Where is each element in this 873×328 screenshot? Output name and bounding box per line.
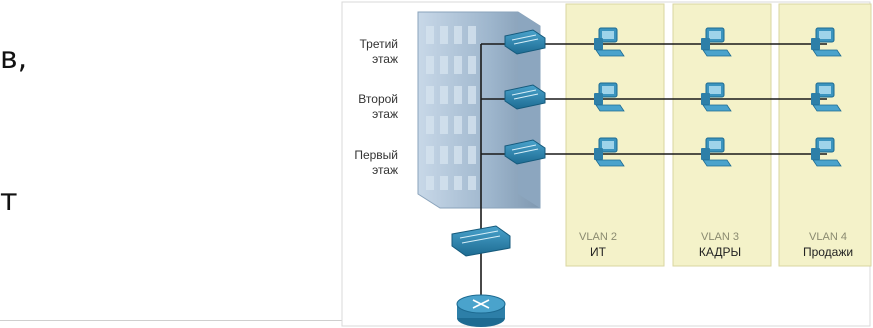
switch-icon: [451, 225, 511, 257]
slide-text-line-2: т: [0, 183, 18, 218]
floor-label-3-line1: Третий: [359, 37, 398, 51]
vlan-id-label: VLAN 4: [809, 231, 847, 243]
switch-icon: [504, 29, 546, 55]
vlan-column-it: [565, 3, 665, 267]
slide-text-line-1: в,: [0, 41, 28, 76]
network-links: [480, 43, 827, 302]
floor-label-3-line2: этаж: [372, 52, 398, 66]
floor-label-2-line2: этаж: [372, 107, 398, 121]
vlan-name-label: ИТ: [590, 245, 607, 259]
vlan-id-label: VLAN 2: [579, 231, 617, 243]
vlan-column-sales: [778, 3, 872, 267]
switch-icon: [504, 84, 546, 110]
vlan-id-label: VLAN 3: [701, 231, 739, 243]
vlan-name-label: Продажи: [803, 245, 853, 259]
floor-label-1-line1: Первый: [354, 148, 398, 162]
switch-icon: [504, 139, 546, 165]
slide-divider: [0, 320, 348, 321]
vlan-network-diagram: Третий этаж Второй этаж Первый этаж: [341, 1, 872, 327]
router-icon: [456, 294, 506, 327]
vlan-column-hr: [672, 3, 772, 267]
vlan-name-label: КАДРЫ: [699, 245, 741, 259]
floor-label-2-line1: Второй: [358, 92, 398, 106]
floor-label-1-line2: этаж: [372, 163, 398, 177]
